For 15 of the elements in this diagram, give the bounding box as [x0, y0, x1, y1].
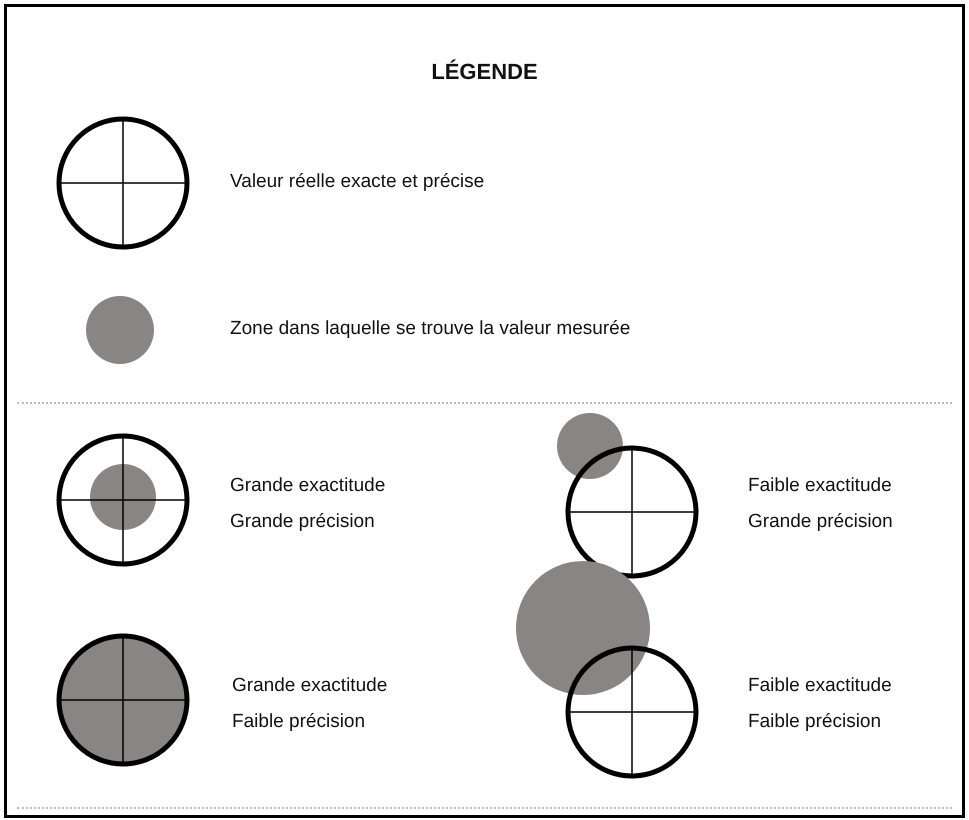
- target-drawing: [56, 633, 190, 767]
- target-caption: Grande précision: [230, 511, 375, 533]
- legend-text: Valeur réelle exacte et précise: [230, 171, 484, 193]
- target-caption: Faible exactitude: [748, 475, 892, 497]
- target-caption: Faible précision: [748, 711, 882, 733]
- target-drawing: [557, 413, 699, 579]
- target-caption: Grande exactitude: [232, 675, 388, 697]
- target-caption: Grande exactitude: [230, 475, 386, 497]
- target-caption: Faible exactitude: [748, 675, 892, 697]
- target-drawing: [516, 561, 699, 779]
- target-caption: Grande précision: [748, 511, 893, 533]
- legend-text: Zone dans laquelle se trouve la valeur mesurée: [230, 318, 630, 340]
- target-drawing: [56, 433, 190, 567]
- legend-title: LÉGENDE: [430, 59, 539, 85]
- target-caption: Faible précision: [232, 711, 366, 733]
